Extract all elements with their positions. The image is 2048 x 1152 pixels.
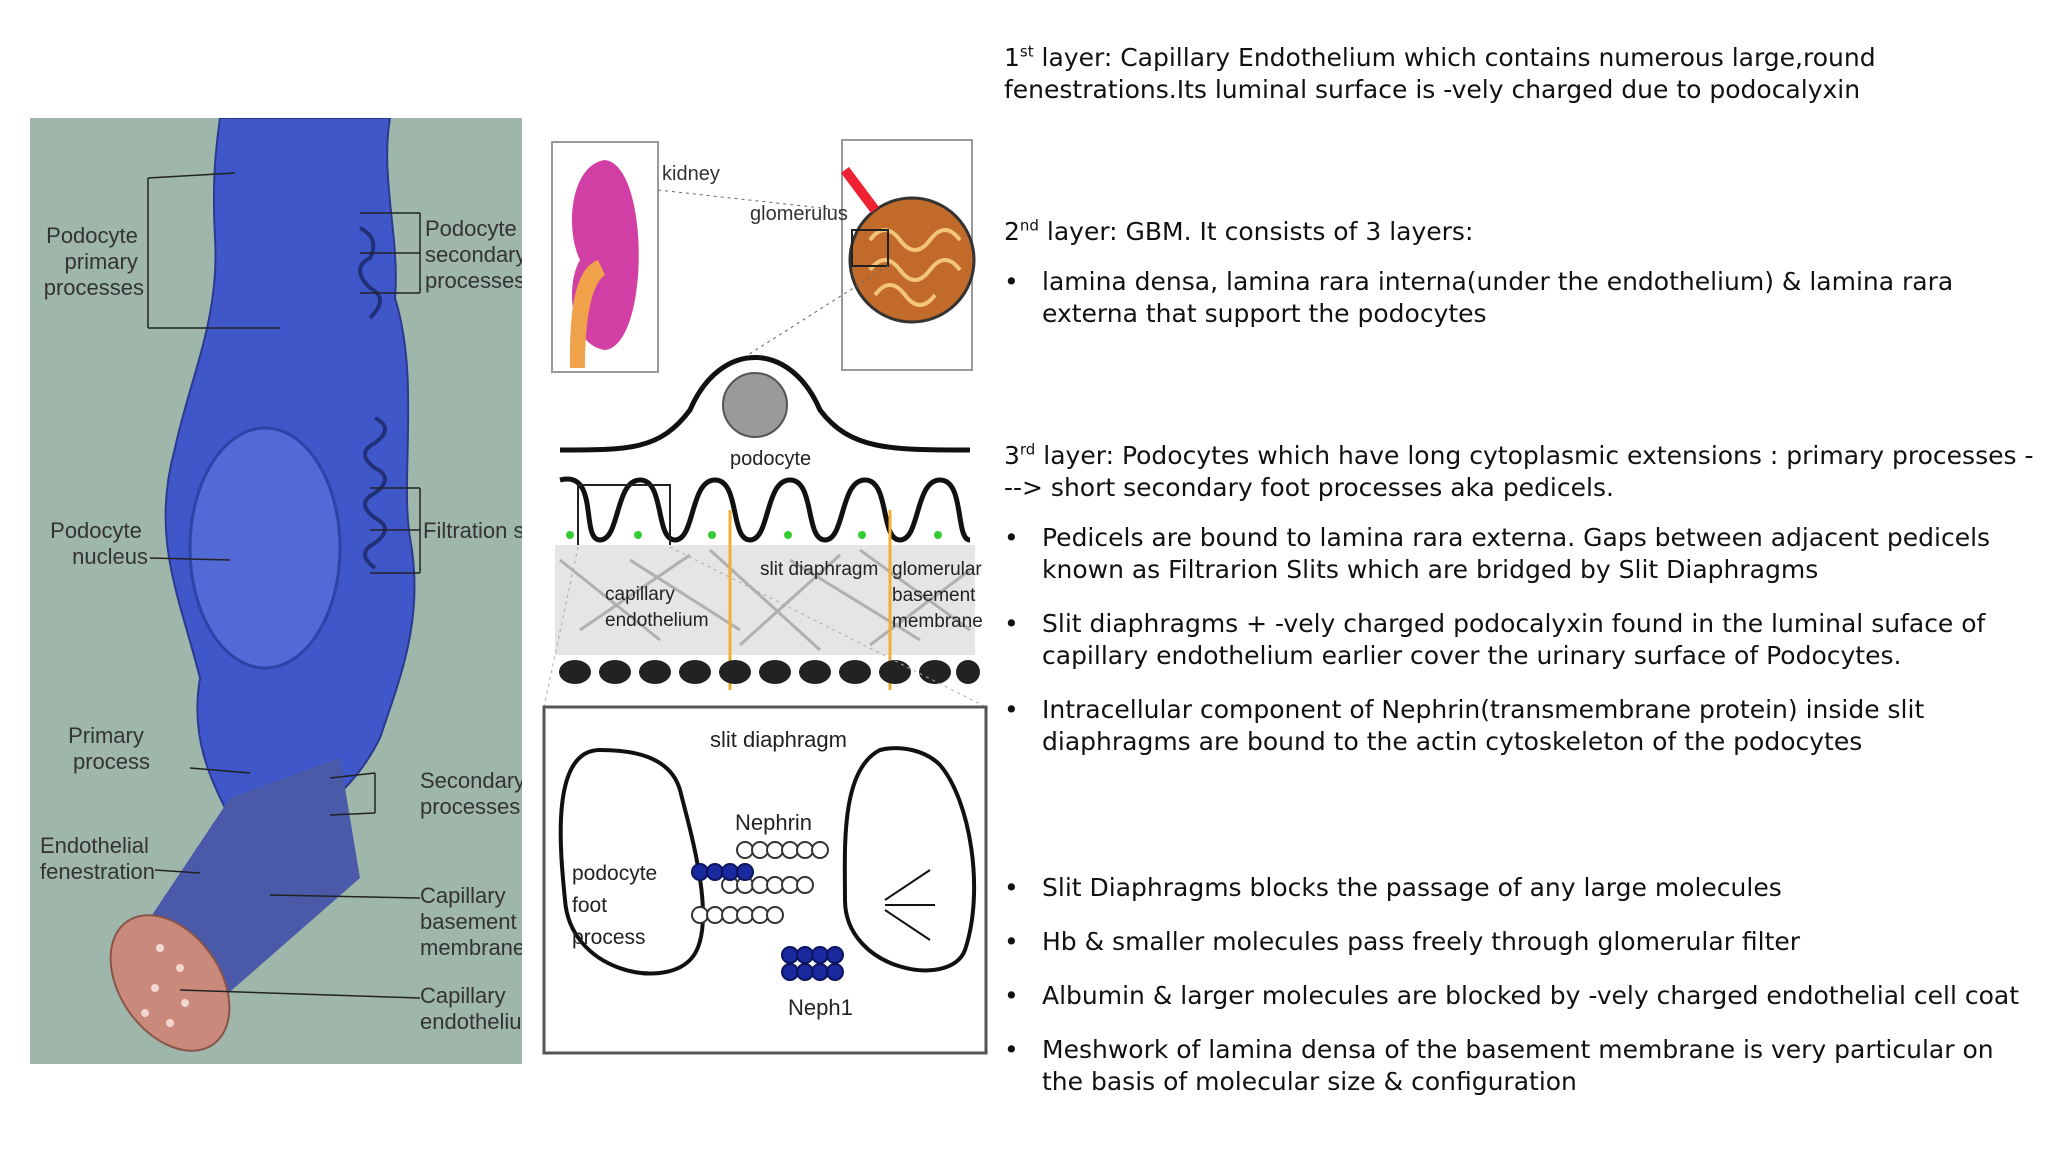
label-capillary-basement-membrane: Capillary basement membrane <box>420 883 522 960</box>
filter-point: Hb & smaller molecules pass freely throu… <box>1004 926 2034 958</box>
label-glomerulus: glomerulus <box>750 203 848 225</box>
layer2-heading: 2nd layer: GBM. It consists of 3 layers: <box>1004 216 1474 246</box>
layer3-bullet: Intracellular component of Nephrin(trans… <box>1004 694 2034 758</box>
endothelium-cells <box>559 660 980 684</box>
label-nephrin: Nephrin <box>735 810 812 835</box>
label-leader-lines <box>147 172 421 999</box>
label-kidney: kidney <box>662 163 720 185</box>
glomerulus-zoom-box <box>851 229 889 267</box>
filter-points-section: Slit Diaphragms blocks the passage of an… <box>1004 872 2034 1120</box>
ureter-shape <box>570 260 605 368</box>
layer3-bullet: Pedicels are bound to lamina rara extern… <box>1004 522 2034 586</box>
filter-points-list: Slit Diaphragms blocks the passage of an… <box>1004 872 2034 1098</box>
fenestration-dots <box>141 944 189 1027</box>
filter-point: Albumin & larger molecules are blocked b… <box>1004 980 2034 1012</box>
foot-processes <box>559 476 971 543</box>
layer3-heading: 3rd layer: Podocytes which have long cyt… <box>1004 440 2034 502</box>
podocyte-arc <box>559 355 971 453</box>
label-secondary-processes-bottom: Secondary processes <box>420 768 522 819</box>
filter-point: Slit Diaphragms blocks the passage of an… <box>1004 872 2034 904</box>
label-podocyte-nucleus: Podocyte nucleus <box>50 518 148 569</box>
filtration-barrier-schematic: kidney glomerulus podocyte slit diaphrag… <box>540 110 990 1060</box>
label-glomerular-basement-membrane: glomerular basement membrane <box>892 559 987 632</box>
neph1-beads <box>691 863 844 981</box>
layer2-section: 2nd layer: GBM. It consists of 3 layers:… <box>1004 216 2034 352</box>
filtration-arrows <box>728 510 892 690</box>
filtration-flow-arrows <box>884 869 935 941</box>
layer3-bullets: Pedicels are bound to lamina rara extern… <box>1004 522 2034 758</box>
layer1-section: 1st layer: Capillary Endothelium which c… <box>1004 42 2034 106</box>
label-capillary-endothelium: Capillary endothelium <box>420 983 522 1034</box>
layer2-bullets: lamina densa, lamina rara interna(under … <box>1004 266 2034 330</box>
left-foot-process <box>558 747 705 976</box>
gbm-fibers <box>559 548 971 652</box>
layer2-bullet: lamina densa, lamina rara interna(under … <box>1004 266 2034 330</box>
podocyte-illustration: Podocyte primary processes Podocyte nucl… <box>30 117 551 1064</box>
label-capillary-endothelium-mid: capillary endothelium <box>605 584 709 631</box>
podocyte-nucleus-shape <box>188 426 342 670</box>
kidney-glomerulus-dotted-line <box>657 189 841 211</box>
label-slit-diaphragm: slit diaphragm <box>760 559 878 580</box>
nephrin-beads <box>691 841 829 924</box>
label-primary-process: Primary process <box>68 723 150 774</box>
layer1-heading: 1st layer: Capillary Endothelium which c… <box>1004 42 1876 104</box>
label-podocyte-foot-process: podocyte foot process <box>572 862 663 949</box>
label-primary-processes: Podocyte primary processes <box>44 223 144 300</box>
label-endothelial-fenestration: Endothelial fenestration <box>40 833 155 884</box>
zoom-lines-to-detail <box>543 546 987 708</box>
capillary-opening <box>109 914 231 1052</box>
right-foot-process <box>842 746 977 973</box>
secondary-processes-shape <box>358 226 387 570</box>
filter-point: Meshwork of lamina densa of the basement… <box>1004 1034 2034 1098</box>
layer3-section: 3rd layer: Podocytes which have long cyt… <box>1004 440 2034 780</box>
label-filtration-slits: Filtration slits <box>423 518 522 543</box>
label-secondary-processes-top: Podocyte secondary processes <box>425 216 522 293</box>
slit-diaphragm-dots <box>566 531 942 539</box>
label-detail-box-title: slit diaphragm <box>710 727 847 752</box>
label-neph1: Neph1 <box>788 995 853 1020</box>
label-podocyte: podocyte <box>730 448 811 470</box>
podocyte-nucleus-sphere <box>722 372 788 438</box>
zoom-dotted-line <box>739 265 889 361</box>
layer3-bullet: Slit diaphragms + -vely charged podocaly… <box>1004 608 2034 672</box>
afferent-arteriole <box>841 167 879 213</box>
